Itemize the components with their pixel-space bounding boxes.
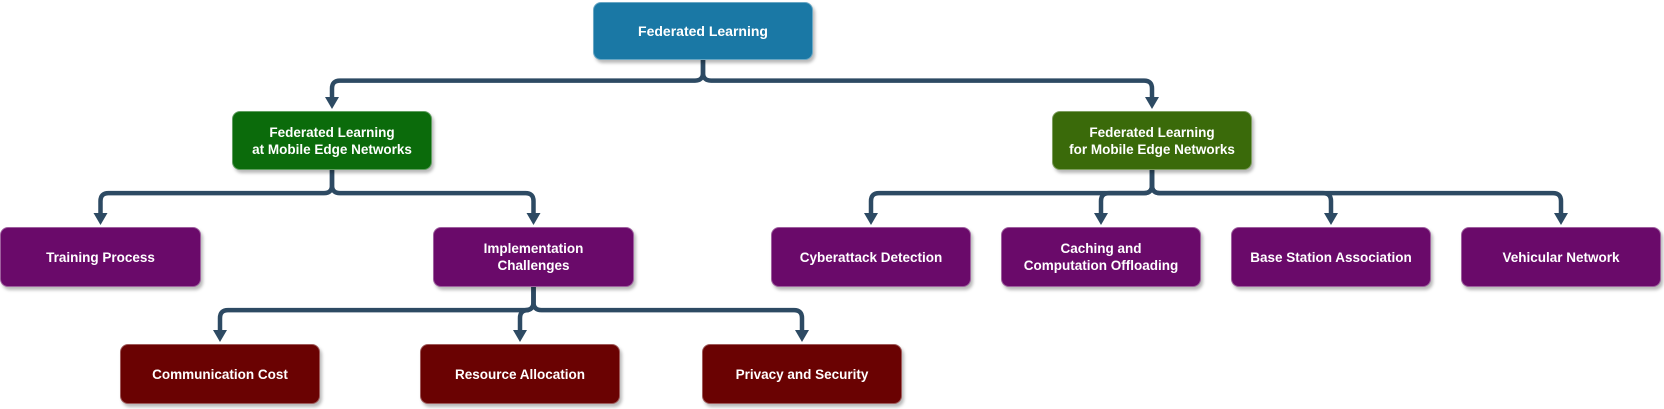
node-fl-for-mobile-edge-networks: Federated Learning for Mobile Edge Netwo… bbox=[1052, 111, 1252, 170]
arrowhead-privacy bbox=[795, 330, 809, 342]
arrowhead-comm_cost bbox=[213, 330, 227, 342]
connector-fl_for_edge-to-vehicular bbox=[1149, 167, 1564, 219]
arrowhead-fl_at_edge bbox=[325, 97, 339, 109]
node-training-process: Training Process bbox=[0, 227, 201, 287]
arrowhead-caching bbox=[1094, 213, 1108, 225]
node-implementation-challenges: Implementation Challenges bbox=[433, 227, 634, 287]
node-fl-at-mobile-edge-networks: Federated Learning at Mobile Edge Networ… bbox=[232, 111, 432, 170]
node-resource-allocation: Resource Allocation bbox=[420, 344, 620, 404]
node-caching-and-computation-offloading: Caching and Computation Offloading bbox=[1001, 227, 1201, 287]
connector-root-to-fl_at_edge bbox=[329, 57, 706, 103]
arrowhead-training bbox=[93, 213, 108, 225]
connector-root-to-fl_for_edge bbox=[700, 57, 1155, 103]
arrowhead-vehicular bbox=[1554, 213, 1568, 225]
node-privacy-and-security: Privacy and Security bbox=[702, 344, 902, 404]
arrowhead-challenges bbox=[526, 213, 541, 225]
node-communication-cost: Communication Cost bbox=[120, 344, 320, 404]
connector-fl_at_edge-to-training bbox=[98, 167, 335, 219]
node-cyberattack-detection: Cyberattack Detection bbox=[771, 227, 971, 287]
connector-challenges-to-comm_cost bbox=[217, 284, 536, 336]
node-federated-learning: Federated Learning bbox=[593, 2, 813, 60]
arrowhead-base_station bbox=[1324, 213, 1338, 225]
arrowhead-resource bbox=[513, 330, 527, 342]
arrowhead-cyberattack bbox=[864, 213, 878, 225]
arrowhead-fl_for_edge bbox=[1145, 97, 1159, 109]
node-vehicular-network: Vehicular Network bbox=[1461, 227, 1661, 287]
node-base-station-association: Base Station Association bbox=[1231, 227, 1431, 287]
connector-fl_at_edge-to-challenges bbox=[329, 167, 536, 219]
connector-fl_for_edge-to-caching bbox=[1098, 167, 1155, 219]
connector-challenges-to-privacy bbox=[531, 284, 805, 336]
